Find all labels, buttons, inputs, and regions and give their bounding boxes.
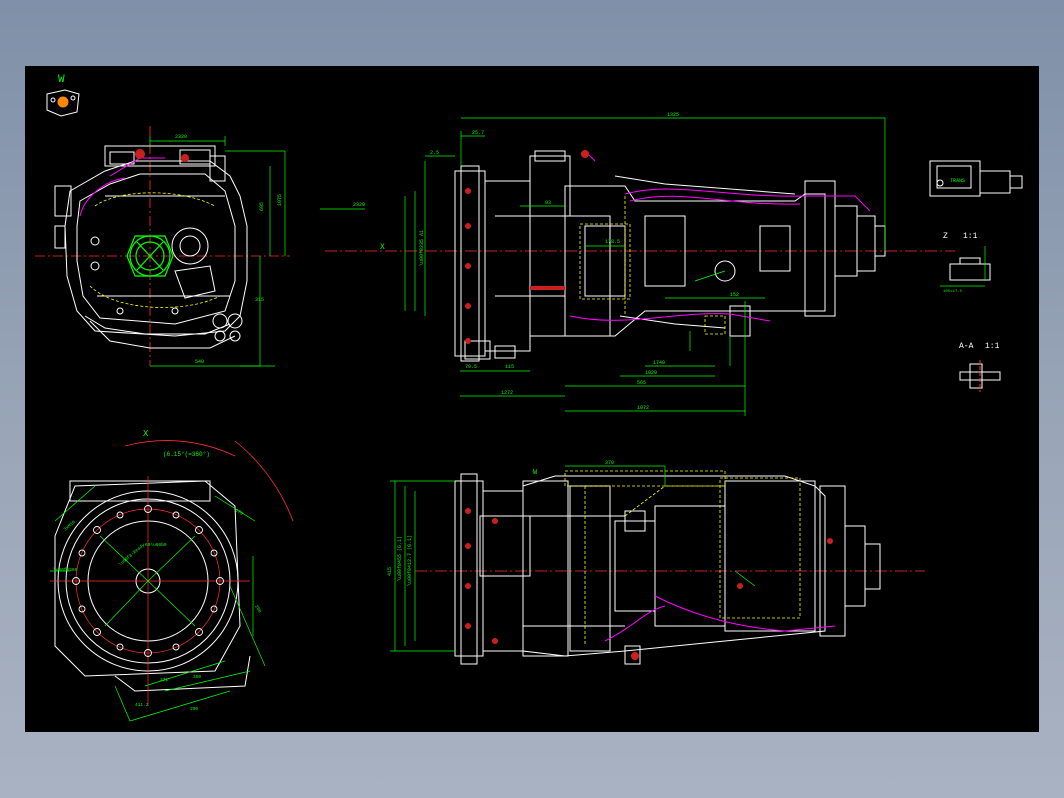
svg-text:\u00f8235 A1: \u00f8235 A1: [419, 230, 425, 266]
svg-text:1072: 1072: [637, 405, 649, 411]
svg-text:TRANS: TRANS: [950, 178, 965, 184]
front-view: 2320 695 1075 315 540: [35, 126, 290, 367]
svg-text:1075: 1075: [277, 194, 283, 206]
engineering-drawing: W: [35, 74, 1023, 722]
section-aa-label: A-A: [959, 342, 974, 351]
cad-viewport[interactable]: W: [25, 66, 1039, 732]
svg-text:115: 115: [505, 364, 514, 370]
svg-text:315: 315: [255, 297, 264, 303]
svg-text:350: 350: [193, 674, 201, 680]
svg-text:\u00f8455 (G.1): \u00f8455 (G.1): [397, 536, 403, 581]
svg-text:152: 152: [730, 292, 739, 298]
svg-text:2320: 2320: [353, 202, 365, 208]
view-w-icon: [46, 89, 80, 117]
svg-text:1020: 1020: [645, 370, 657, 376]
svg-text:411.2: 411.2: [135, 702, 149, 708]
section-z-label: Z: [943, 232, 948, 241]
svg-text:\u00f8-Ready: \u00f8-Ready: [117, 542, 146, 568]
detail-z: TRANS Z 1:1 105x17.5 A-A 1:1: [929, 160, 1023, 392]
arrow-x-label: X: [380, 243, 385, 252]
view-w-label: W: [58, 74, 65, 86]
svg-text:\u00f8260: \u00f8260: [53, 567, 78, 573]
bottom-side-view: W: [387, 460, 925, 665]
svg-text:3xM10: 3xM10: [62, 519, 76, 532]
svg-text:25.7: 25.7: [472, 130, 484, 136]
side-view: 2320 X: [320, 112, 955, 416]
svg-text:170: 170: [234, 508, 244, 517]
svg-text:540: 540: [195, 359, 204, 365]
svg-text:290: 290: [190, 706, 198, 712]
svg-text:565: 565: [637, 380, 646, 386]
svg-text:93: 93: [545, 200, 551, 206]
svg-text:1272: 1272: [501, 390, 513, 396]
svg-text:2.5: 2.5: [430, 150, 439, 156]
svg-text:1325: 1325: [667, 112, 679, 118]
svg-text:370: 370: [605, 460, 614, 466]
svg-text:271: 271: [160, 677, 168, 683]
view-x-label: X: [143, 429, 149, 439]
svg-text:200: 200: [253, 604, 262, 614]
svg-text:415: 415: [387, 567, 393, 576]
svg-text:1740: 1740: [653, 360, 665, 366]
svg-text:70.5: 70.5: [465, 364, 477, 370]
svg-text:695: 695: [259, 202, 265, 211]
svg-text:178.5: 178.5: [605, 239, 620, 245]
svg-text:2320: 2320: [175, 134, 187, 140]
view-x: X (6.15°(=360°): [50, 429, 294, 722]
svg-text:\u00f8412.7 (G.1): \u00f8412.7 (G.1): [407, 535, 413, 586]
angle-note: (6.15°(=360°): [163, 451, 210, 458]
svg-text:60\u00b0: 60\u00b0: [145, 542, 167, 548]
section-z-scale: 1:1: [963, 232, 978, 241]
section-aa-scale: 1:1: [985, 342, 1000, 351]
arrow-w-label: W: [533, 469, 538, 477]
svg-text:105x17.5: 105x17.5: [943, 290, 963, 294]
